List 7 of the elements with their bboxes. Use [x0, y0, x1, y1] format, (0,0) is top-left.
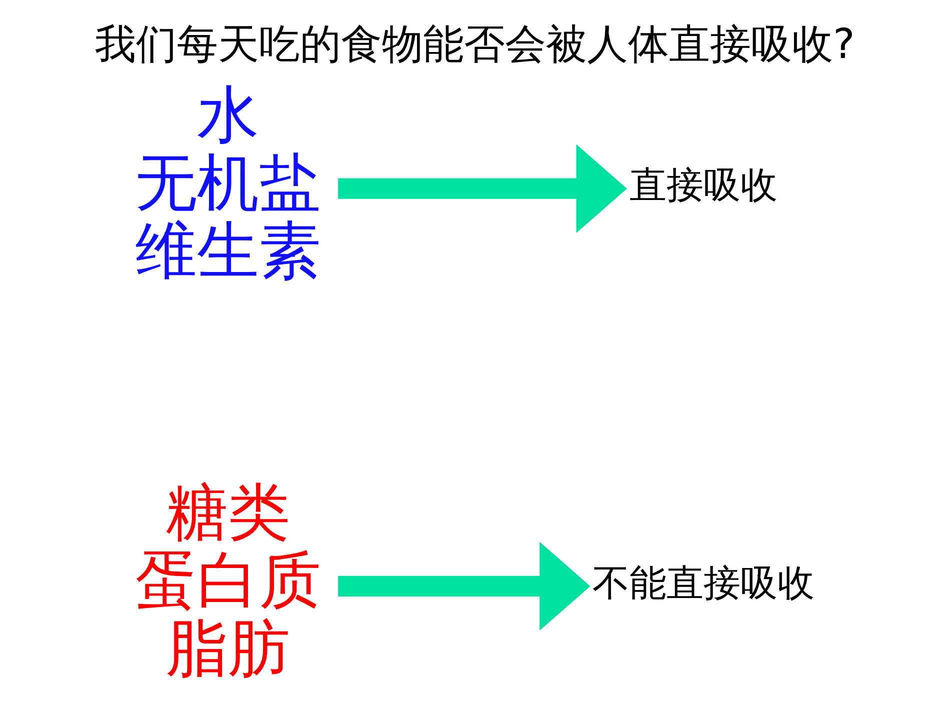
arrow: [338, 144, 627, 233]
diagram-title: 我们每天吃的食物能否会被人体直接吸收?: [95, 20, 855, 68]
node-text: 不能直接吸收: [592, 561, 815, 604]
node-text: 糖类 蛋白质 脂肪: [134, 476, 321, 685]
arrow: [338, 542, 590, 631]
node-text: 水 无机盐 维生素: [134, 79, 321, 288]
node-text: 直接吸收: [630, 164, 778, 207]
